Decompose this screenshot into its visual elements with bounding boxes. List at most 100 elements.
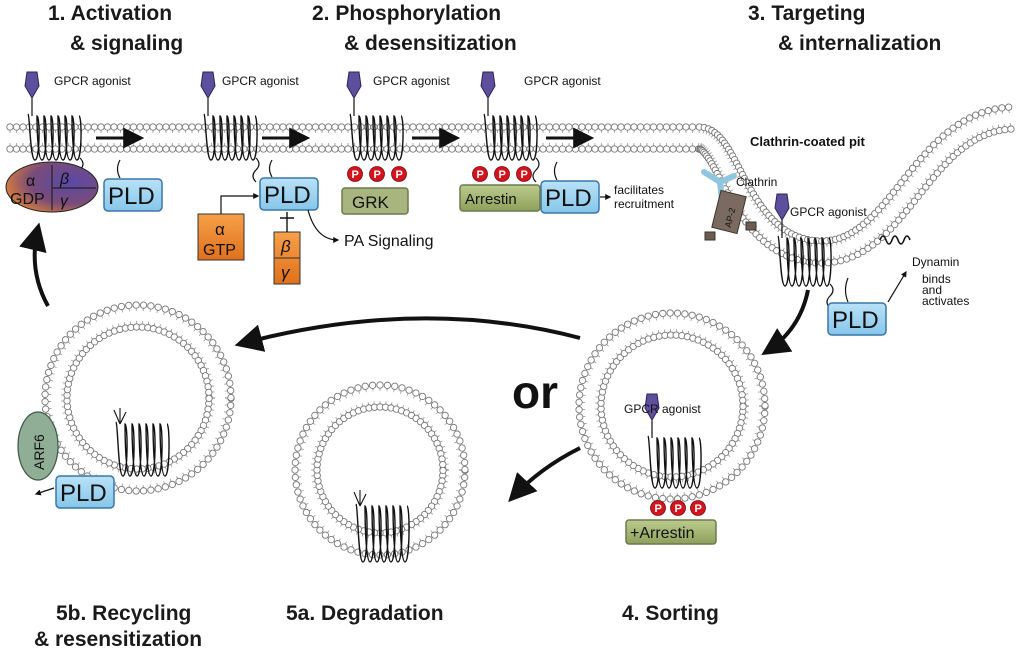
plasma-membrane (6, 103, 1015, 267)
phosphate-icon: P (516, 166, 532, 182)
phosphate-icon: P (494, 166, 510, 182)
sorting-arrow (761, 289, 810, 356)
or-label: or (512, 366, 558, 418)
svg-text:P: P (499, 169, 506, 181)
gamma-label: γ (281, 263, 291, 282)
recycling-vesicle (41, 301, 235, 495)
phosphate-icon: P (690, 500, 706, 516)
gtp-label: GTP (203, 242, 236, 259)
pld-box-3: PLD (540, 180, 600, 214)
receptor-7 (353, 490, 410, 563)
membrane-bilayer (6, 103, 1015, 267)
agonist-label-6: GPCR agonist (624, 402, 701, 416)
svg-text:P: P (655, 503, 662, 515)
g-beta-label: β (59, 171, 69, 188)
agonist-label-2: GPCR agonist (222, 74, 299, 88)
receptor-2 (200, 71, 260, 183)
receptor-8 (113, 408, 170, 477)
grk-label: GRK (352, 193, 390, 212)
arf6-arrow (34, 487, 55, 496)
step2-title-line2: & desensitization (344, 32, 517, 55)
agonist-pentagon-icon (24, 71, 40, 99)
cycle-arrow-up (19, 222, 50, 307)
step5a-title: 5a. Degradation (286, 602, 444, 625)
pld-label: PLD (545, 185, 592, 212)
plus-arrestin-label: +Arrestin (630, 525, 694, 542)
alpha-label: α (215, 220, 225, 239)
dynamin-activation-arrow (887, 270, 907, 303)
receptors: P P P P P P P P P (24, 71, 849, 563)
svg-text:P: P (695, 503, 702, 515)
g-alpha-gtp-box: α GTP (197, 213, 245, 261)
gdp-label: GDP (10, 191, 45, 208)
degrade-arrow (508, 446, 581, 503)
pld-label: PLD (60, 480, 107, 507)
agonist-label-3: GPCR agonist (373, 74, 450, 88)
agonist-pentagon-icon (200, 71, 216, 99)
g-protein-heterotrimer: α GDP β γ (5, 161, 99, 213)
step5b-title-line2: & resensitization (34, 628, 202, 651)
step5b-title-line1: 5b. Recycling (56, 602, 191, 625)
step3-title-line1: 3. Targeting (748, 2, 865, 25)
agonist-label-5: GPCR agonist (790, 205, 867, 219)
agonist-pentagon-icon (644, 393, 660, 421)
plus-arrestin-box: +Arrestin (625, 519, 717, 545)
arrestin-label: Arrestin (465, 191, 517, 208)
beta-label: β (280, 237, 291, 256)
svg-text:P: P (396, 169, 403, 181)
agonist-label-1: GPCR agonist (54, 74, 131, 88)
pa-signaling-label: PA Signaling (344, 233, 434, 250)
binds-label-2: and (922, 283, 942, 297)
dynamin-label: Dynamin (912, 255, 959, 269)
ap2-adaptor: AP-2 (704, 189, 757, 241)
svg-text:P: P (675, 503, 682, 515)
receptor-5 (774, 193, 834, 309)
arrestin-box: Arrestin (459, 184, 541, 212)
phosphate-icon: P (670, 500, 686, 516)
grk-box: GRK (341, 187, 409, 215)
sorting-vesicle (575, 309, 769, 503)
pld-anchor (844, 277, 849, 303)
clathrin-label: Clathrin (736, 175, 777, 189)
g-alpha-label: α (26, 173, 35, 190)
step4-title: 4. Sorting (622, 602, 719, 625)
pld-box-1: PLD (103, 178, 163, 212)
svg-text:P: P (477, 169, 484, 181)
phosphate-icon: P (391, 166, 407, 182)
svg-text:P: P (374, 169, 381, 181)
phosphate-icon: P (650, 500, 666, 516)
inhibition-bar (280, 212, 294, 232)
pa-signaling-arrow (307, 209, 340, 243)
gtp-activation-arrow (220, 193, 260, 214)
step1-title-line2: & signaling (70, 32, 183, 55)
svg-text:P: P (521, 169, 528, 181)
pld-label: PLD (108, 183, 155, 210)
step3-title-line2: & internalization (778, 32, 941, 55)
svg-text:P: P (352, 169, 359, 181)
arf6-label: ARF6 (31, 434, 47, 470)
ap2-label: AP-2 (723, 207, 738, 229)
phosphate-icon: P (347, 166, 363, 182)
pld-anchor (553, 161, 558, 181)
pld-anchor (116, 159, 121, 179)
dynamin-icon (879, 235, 911, 245)
g-beta-gamma-box: β γ (273, 231, 301, 285)
binds-label-3: activates (922, 294, 969, 308)
agonist-pentagon-icon (774, 193, 790, 221)
pld-box-2: PLD (259, 177, 319, 211)
vesicles (41, 301, 769, 559)
pld-anchor (268, 159, 273, 178)
g-gamma-label: γ (60, 193, 69, 210)
pld-box-5: PLD (55, 475, 115, 509)
clathrin-pit-label: Clathrin-coated pit (750, 134, 866, 149)
phosphate-icon: P (369, 166, 385, 182)
step1-title-line1: 1. Activation (48, 2, 172, 25)
degradation-vesicle (291, 381, 469, 559)
step2-title-line1: 2. Phosphorylation (312, 2, 501, 25)
pld-box-4: PLD (827, 302, 887, 336)
facilitates-label-1: facilitates (614, 183, 664, 197)
agonist-pentagon-icon (346, 71, 362, 99)
